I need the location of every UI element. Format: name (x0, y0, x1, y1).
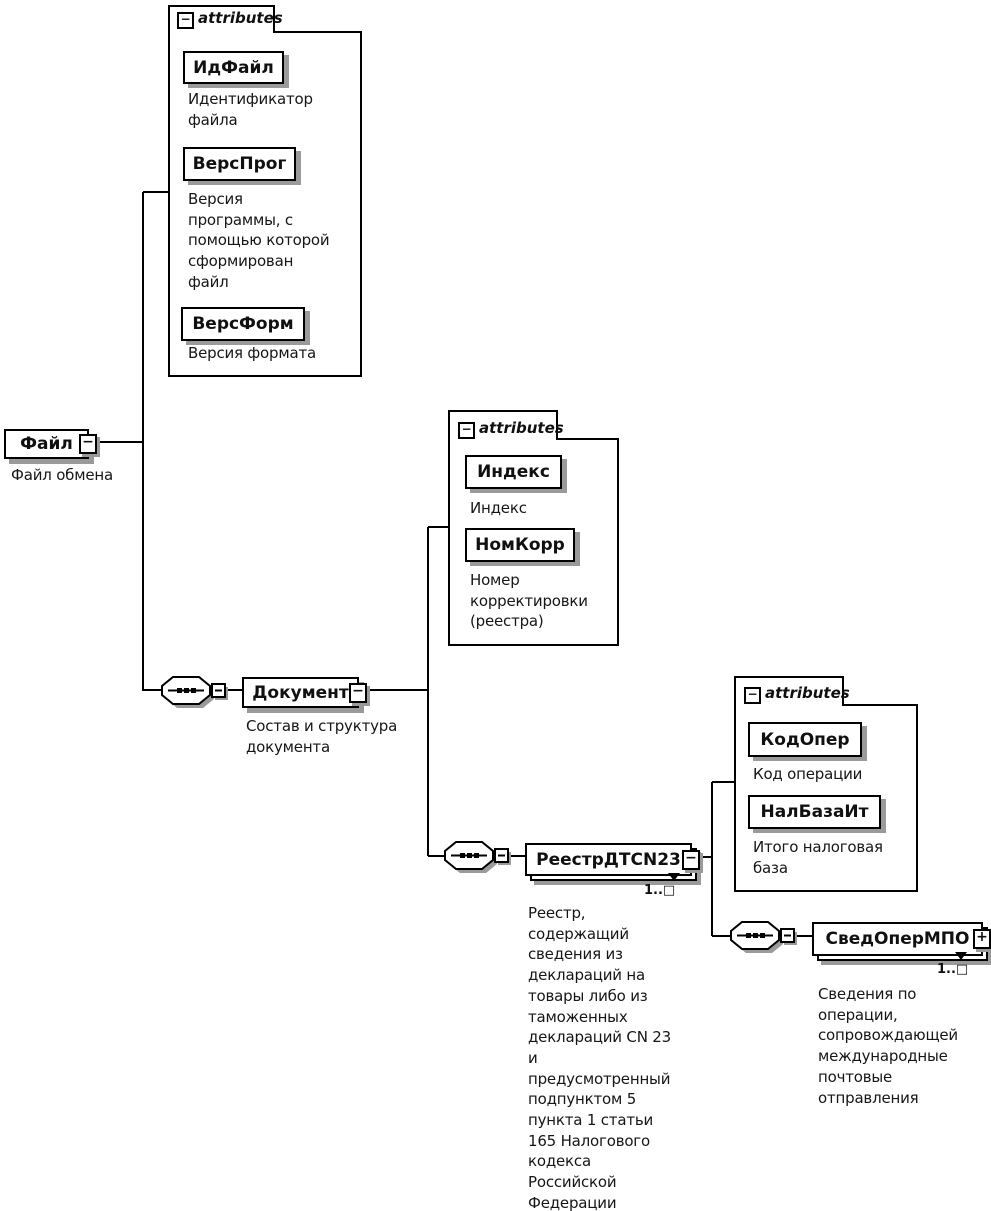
attribute-idfajl-caption: Идентификатор файла (188, 90, 313, 129)
attributes-header-document: attributes (479, 419, 564, 437)
attribute-nomkorr-name: НомКорр (475, 535, 565, 555)
sequence-dot-icon (191, 688, 196, 693)
attribute-idfajl[interactable]: ИдФайл (183, 51, 284, 84)
collapse-icon[interactable]: − (744, 687, 761, 704)
attribute-indeks-name: Индекс (477, 462, 550, 482)
attribute-kodoper[interactable]: КодОпер (748, 722, 862, 757)
sequence-dot-icon (460, 853, 465, 858)
element-document-name: Документ (252, 682, 349, 703)
sequence-dot-icon (474, 853, 479, 858)
collapse-icon[interactable]: − (458, 422, 475, 439)
attribute-nomkorr[interactable]: НомКорр (465, 528, 575, 562)
sequence-compositor-2[interactable] (444, 841, 511, 873)
attribute-nalbazait[interactable]: НалБазаИт (748, 795, 881, 829)
attribute-indeks[interactable]: Индекс (465, 455, 562, 489)
sequence-dot-icon (467, 853, 472, 858)
attribute-versprog[interactable]: ВерсПрог (183, 147, 296, 181)
collapse-icon[interactable]: − (177, 12, 194, 29)
attribute-versform-caption: Версия формата (188, 344, 316, 362)
expand-icon[interactable]: + (973, 929, 991, 949)
attribute-indeks-caption: Индекс (470, 499, 527, 517)
attribute-kodoper-caption: Код операции (753, 765, 863, 783)
element-svedoper[interactable]: СведОперМПО + (812, 922, 991, 956)
attribute-versprog-caption: Версия программы, с помощью которой сфор… (188, 190, 330, 291)
occurrence-triangle-icon (668, 873, 680, 881)
sequence-compositor-3[interactable] (730, 921, 797, 953)
sequence-dot-icon (177, 688, 182, 693)
collapse-icon[interactable]: − (349, 682, 367, 703)
attribute-nalbazait-name: НалБазаИт (760, 802, 869, 822)
element-svedoper-name: СведОперМПО (825, 929, 970, 949)
element-file-caption: Файл обмена (11, 466, 113, 484)
element-reestr-name: РеестрДТCN23 (536, 849, 681, 870)
sequence-dot-icon (746, 933, 751, 938)
element-reestr[interactable]: РеестрДТCN23 − (525, 843, 700, 876)
element-file[interactable]: Файл − (4, 429, 97, 459)
occurrence-triangle-icon (955, 952, 967, 960)
attributes-header-file: attributes (198, 9, 283, 27)
attributes-box-file-outline (168, 5, 362, 377)
collapse-icon[interactable]: − (682, 849, 700, 870)
element-svedoper-caption: Сведения по операции, сопровождающей меж… (818, 985, 958, 1107)
element-svedoper-occurs: 1..□ (937, 962, 969, 977)
attribute-nomkorr-caption: Номер корректировки (реестра) (470, 571, 588, 631)
attribute-kodoper-name: КодОпер (760, 729, 850, 750)
element-document[interactable]: Документ − (242, 677, 367, 708)
sequence-dot-icon (760, 933, 765, 938)
attribute-idfajl-name: ИдФайл (193, 57, 274, 78)
attribute-versform-name: ВерсФорм (192, 314, 294, 334)
attribute-versprog-name: ВерсПрог (192, 154, 287, 174)
element-reestr-caption: Реестр, содержащий сведения из деклараци… (528, 904, 671, 1211)
attribute-versform[interactable]: ВерсФорм (181, 307, 305, 341)
element-document-caption: Состав и структура документа (246, 717, 398, 756)
element-reestr-occurs: 1..□ (644, 883, 676, 898)
sequence-compositor-1[interactable] (161, 676, 228, 708)
tree-connector-lines (88, 191, 813, 937)
attribute-nalbazait-caption: Итого налоговая база (753, 838, 883, 877)
sequence-dot-icon (184, 688, 189, 693)
element-file-name: Файл (20, 434, 73, 454)
attributes-header-reestr: attributes (765, 684, 850, 702)
collapse-icon[interactable]: − (79, 434, 97, 454)
sequence-dot-icon (753, 933, 758, 938)
